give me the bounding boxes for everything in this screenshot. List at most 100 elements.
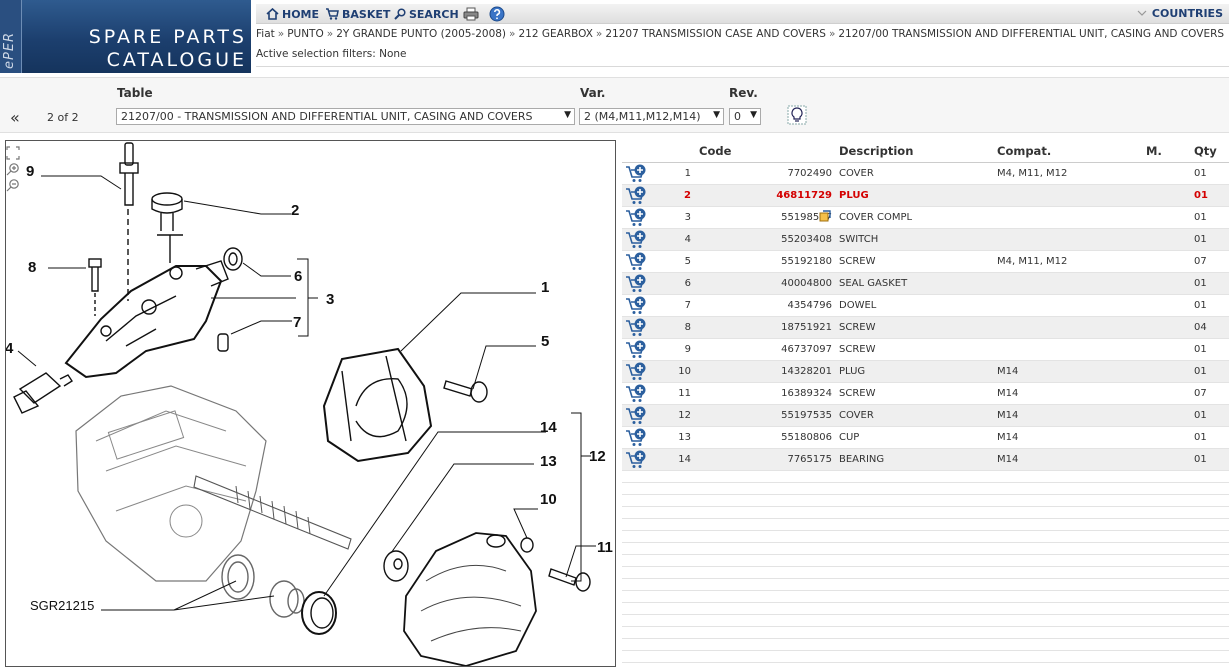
breadcrumb-item[interactable]: 21207 TRANSMISSION CASE AND COVERS — [605, 28, 826, 40]
part-description: SCREW — [839, 388, 876, 399]
part-5-screw[interactable] — [443, 380, 488, 403]
home-button[interactable]: HOME — [266, 6, 319, 22]
previous-page-button[interactable]: « — [10, 108, 20, 127]
callout-13[interactable]: 13 — [540, 453, 557, 470]
part-code[interactable]: 14328201 — [781, 366, 832, 377]
add-to-basket-icon[interactable] — [625, 296, 647, 319]
part-7-dowel[interactable] — [217, 333, 229, 352]
add-to-basket-icon[interactable] — [625, 208, 647, 231]
add-to-basket-icon[interactable] — [625, 428, 647, 451]
part-11-screw[interactable] — [548, 568, 591, 592]
part-code[interactable]: 40004800 — [781, 278, 832, 289]
part-6-seal[interactable] — [223, 247, 243, 271]
part-8-screw[interactable] — [88, 258, 102, 316]
variant-info-icon[interactable] — [819, 210, 831, 225]
callout-3[interactable]: 3 — [326, 291, 334, 308]
add-to-basket-icon[interactable] — [625, 384, 647, 407]
add-to-basket-icon[interactable] — [625, 164, 647, 187]
part-2-plug[interactable] — [151, 192, 183, 263]
add-to-basket-icon[interactable] — [625, 362, 647, 385]
part-code[interactable]: 55197535 — [781, 410, 832, 421]
add-to-basket-icon[interactable] — [625, 450, 647, 473]
part-code[interactable]: 55192180 — [781, 256, 832, 267]
gearbox-case[interactable] — [75, 385, 267, 582]
part-code[interactable]: 4354796 — [787, 300, 832, 311]
callout-7[interactable]: 7 — [293, 314, 301, 331]
basket-button[interactable]: BASKET — [325, 6, 390, 22]
variant-select[interactable]: 2 (M4,M11,M12,M14)▼ — [579, 108, 724, 125]
part-code[interactable]: 7765175 — [787, 454, 832, 465]
part-code[interactable]: 18751921 — [781, 322, 832, 333]
part-1-cover[interactable] — [322, 347, 433, 463]
fit-view-icon[interactable] — [6, 146, 20, 160]
breadcrumb-item[interactable]: Fiat — [256, 28, 275, 40]
part-14-bearing[interactable] — [301, 591, 337, 635]
page-counter: 2 of 2 — [47, 111, 79, 124]
add-to-basket-icon[interactable] — [625, 230, 647, 253]
callout-2[interactable]: 2 — [291, 202, 299, 219]
part-code[interactable]: 46811729 — [776, 190, 832, 201]
part-10-plug[interactable] — [520, 537, 534, 553]
add-to-basket-icon[interactable] — [625, 252, 647, 275]
gearbox-shaft[interactable] — [193, 475, 352, 550]
empty-row — [622, 507, 1229, 519]
callout-14[interactable]: 14 — [540, 419, 557, 436]
callout-11[interactable]: 11 — [597, 539, 613, 556]
lightbulb-button[interactable] — [787, 105, 807, 128]
callout-1[interactable]: 1 — [541, 279, 549, 296]
callout-5[interactable]: 5 — [541, 333, 549, 350]
part-4-switch[interactable] — [13, 372, 73, 414]
part-code[interactable]: 46737097 — [781, 344, 832, 355]
print-button[interactable] — [463, 6, 482, 22]
breadcrumb-item[interactable]: PUNTO — [287, 28, 324, 40]
part-code[interactable]: 16389324 — [781, 388, 832, 399]
zoom-out-icon[interactable] — [6, 178, 20, 192]
part-13-cup[interactable] — [383, 550, 409, 582]
add-to-basket-icon[interactable] — [625, 318, 647, 341]
countries-dropdown[interactable]: COUNTRIES — [1137, 7, 1223, 20]
part-code[interactable]: 55180806 — [781, 432, 832, 443]
help-button[interactable] — [489, 6, 508, 22]
empty-row — [622, 471, 1229, 483]
breadcrumb-item[interactable]: 212 GEARBOX — [518, 28, 593, 40]
callout-10[interactable]: 10 — [540, 491, 557, 508]
search-button[interactable]: SEARCH — [394, 6, 459, 22]
revision-select[interactable]: 0▼ — [729, 108, 761, 125]
part-3-cover-compl[interactable] — [64, 265, 223, 379]
breadcrumb-item[interactable]: 21207/00 TRANSMISSION AND DIFFERENTIAL U… — [838, 28, 1225, 40]
breadcrumb-item[interactable]: 2Y GRANDE PUNTO (2005-2008) — [336, 28, 507, 40]
zoom-in-icon[interactable] — [6, 162, 20, 176]
callout-8[interactable]: 8 — [28, 259, 36, 276]
add-to-basket-icon[interactable] — [625, 186, 647, 209]
add-to-basket-icon[interactable] — [625, 274, 647, 297]
part-9-screw[interactable] — [119, 142, 139, 301]
exploded-diagram[interactable]: 9 2 8 6 3 7 4 1 5 14 13 12 10 11 SGR2121… — [5, 140, 616, 667]
part-12-cover[interactable] — [403, 532, 537, 666]
table-select[interactable]: 21207/00 - TRANSMISSION AND DIFFERENTIAL… — [116, 108, 575, 125]
add-to-basket-icon[interactable] — [625, 340, 647, 363]
callout-12[interactable]: 12 — [589, 448, 606, 465]
callout-6[interactable]: 6 — [294, 268, 302, 285]
part-code[interactable]: 55198597 — [781, 212, 832, 223]
callout-9[interactable]: 9 — [26, 163, 34, 180]
add-to-basket-icon[interactable] — [625, 406, 647, 429]
callout-4[interactable]: 4 — [6, 340, 14, 357]
part-code[interactable]: 7702490 — [787, 168, 832, 179]
part-qty: 01 — [1194, 300, 1207, 311]
part-code[interactable]: 55203408 — [781, 234, 832, 245]
